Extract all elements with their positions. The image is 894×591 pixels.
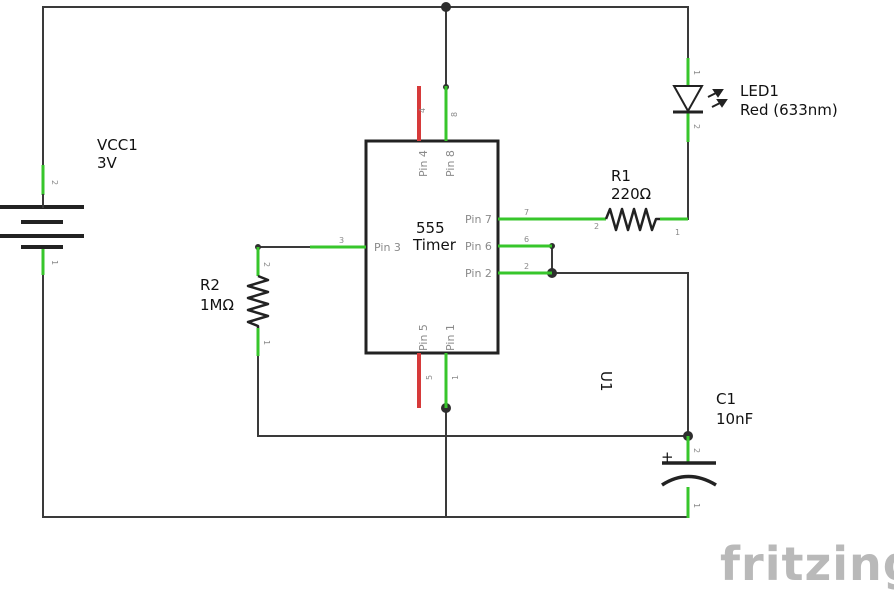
c1-plate-curved [661, 474, 717, 487]
wire-top-rail [42, 6, 689, 61]
pin1-label: Pin 1 [444, 324, 457, 351]
wires [42, 6, 689, 518]
resistor-r2[interactable]: 2 1 R2 1MΩ [200, 247, 271, 356]
resistor-r1[interactable]: 2 1 R1 220Ω [578, 167, 688, 237]
r2-pin-number-bottom: 1 [262, 340, 271, 345]
capacitor-c1[interactable]: + 2 1 C1 10nF [661, 390, 753, 518]
pin3-label: Pin 3 [374, 241, 401, 254]
c1-value: 10nF [716, 410, 753, 428]
pin6-label: Pin 6 [465, 240, 492, 253]
wire-r2-to-c1 [257, 354, 689, 437]
battery-vcc1[interactable]: 2 1 VCC1 3V [0, 136, 138, 275]
vcc1-value: 3V [97, 154, 118, 172]
pin5-number: 5 [425, 375, 434, 380]
pin2-number: 2 [524, 262, 529, 271]
pin4-label: Pin 4 [417, 150, 430, 177]
led1-value: Red (633nm) [740, 101, 838, 119]
pin1-number: 1 [451, 375, 460, 380]
pin2-label: Pin 2 [465, 267, 492, 280]
r1-name: R1 [611, 167, 631, 185]
fritzing-logo: fritzing [720, 537, 894, 591]
r2-pin-number-top: 2 [262, 262, 271, 267]
led-pin-number-bottom: 2 [692, 124, 701, 129]
r2-value: 1MΩ [200, 296, 234, 314]
ic-title-line2: Timer [412, 236, 457, 254]
c1-pin-number-top: 2 [692, 448, 701, 453]
led-led1[interactable]: 1 2 LED1 Red (633nm) [672, 58, 838, 142]
r1-pin-number-right: 1 [675, 228, 680, 237]
pin8-number: 8 [450, 112, 459, 117]
c1-polarity-plus-icon: + [661, 448, 674, 466]
led-pin-number-top: 1 [692, 70, 701, 75]
led1-name: LED1 [740, 82, 779, 100]
u1-name: U1 [597, 371, 615, 392]
vcc-pin-number-bottom: 1 [50, 260, 59, 265]
vcc1-name: VCC1 [97, 136, 138, 154]
c1-name: C1 [716, 390, 736, 408]
wire-pin2-to-c1 [551, 272, 689, 437]
r1-pin-number-left: 2 [594, 222, 599, 231]
ic-title-line1: 555 [416, 219, 445, 237]
pin7-label: Pin 7 [465, 213, 492, 226]
junction-top [441, 2, 451, 12]
pin7-number: 7 [524, 208, 529, 217]
pin5-label: Pin 5 [417, 324, 430, 351]
r2-name: R2 [200, 276, 220, 294]
r1-value: 220Ω [611, 185, 651, 203]
pin8-label: Pin 8 [444, 150, 457, 177]
ic-body [364, 139, 500, 355]
ic-u1-555-timer[interactable]: 555 Timer Pin 4 Pin 8 Pin 5 Pin 1 Pin 3 … [310, 86, 615, 408]
vcc-pin-number-top: 2 [50, 180, 59, 185]
r2-zigzag [246, 274, 270, 328]
pin3-number: 3 [339, 236, 344, 245]
pin6-number: 6 [524, 235, 529, 244]
pin4-number: 4 [418, 108, 427, 113]
led-light-arrows-icon [707, 89, 728, 108]
c1-pin-number-bottom: 1 [692, 503, 701, 508]
r1-zigzag [604, 207, 660, 232]
led-triangle [672, 85, 704, 114]
